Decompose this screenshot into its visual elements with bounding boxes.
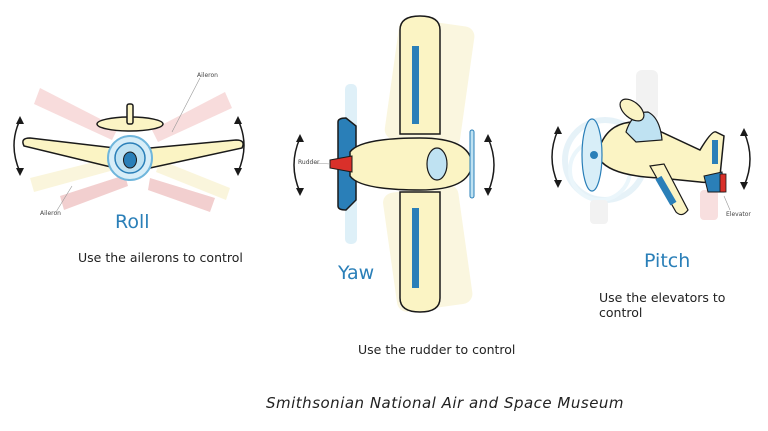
- yaw-propeller: [469, 129, 475, 199]
- roll-arrow-left-icon: [13, 119, 21, 173]
- pitch-caption: Use the elevators to control: [599, 290, 726, 320]
- roll-vertical-tail: [126, 103, 134, 125]
- roll-arrow-right-icon: [237, 119, 245, 173]
- pitch-arrow-right-icon: [743, 131, 751, 187]
- roll-aileron-label-bottom: Aileron: [40, 210, 61, 217]
- yaw-title: Yaw: [338, 262, 375, 284]
- roll-title: Roll: [115, 211, 150, 233]
- yaw-lower-wing: [399, 191, 441, 313]
- roll-aileron-label-top: Aileron: [197, 72, 218, 79]
- roll-caption: Use the ailerons to control: [78, 250, 243, 265]
- yaw-cockpit: [426, 147, 448, 181]
- yaw-rudder: [329, 155, 353, 173]
- pitch-title: Pitch: [644, 250, 691, 272]
- yaw-rudder-label: Rudder: [298, 159, 320, 166]
- roll-motion-ghosts: [30, 88, 232, 212]
- pitch-arrow-left-icon: [551, 129, 559, 185]
- yaw-arrow-right-icon: [487, 137, 495, 193]
- pitch-elevator-label: Elevator: [726, 211, 751, 218]
- yaw-upper-wing: [399, 15, 441, 135]
- pitch-elevator: [719, 173, 727, 193]
- yaw-caption: Use the rudder to control: [358, 342, 516, 357]
- pitch-spinner: [590, 151, 598, 159]
- footer-credit: Smithsonian National Air and Space Museu…: [266, 394, 625, 412]
- pitch-upper-wing: [619, 98, 645, 122]
- roll-spinner: [123, 151, 137, 169]
- yaw-arrow-left-icon: [293, 137, 301, 193]
